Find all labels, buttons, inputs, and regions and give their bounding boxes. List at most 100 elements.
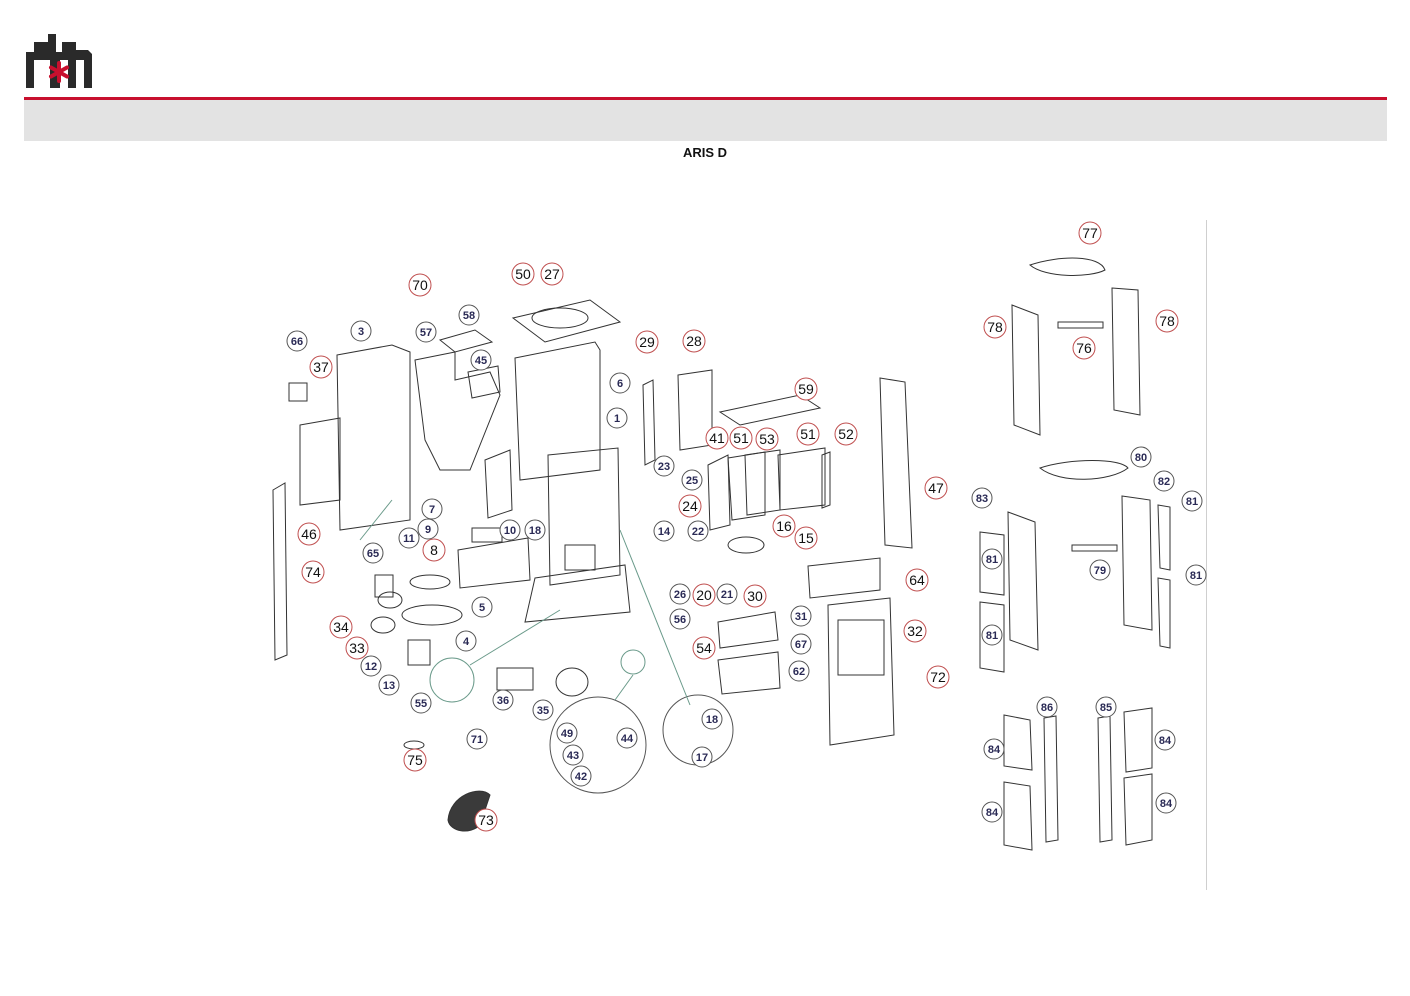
callout-4: 4 [455, 630, 477, 652]
callout-58: 58 [458, 304, 480, 326]
callout-label: 30 [747, 588, 763, 604]
callout-label: 52 [838, 426, 854, 442]
part-strip-81a [1157, 504, 1171, 571]
callout-27: 27 [540, 262, 564, 286]
callout-label: 10 [504, 525, 516, 537]
callout-label: 32 [907, 623, 923, 639]
part-back-panel [336, 344, 411, 531]
callout-label: 17 [696, 752, 708, 764]
callout-81: 81 [981, 548, 1003, 570]
callout-label: 29 [639, 334, 655, 350]
callout-76: 76 [1072, 336, 1096, 360]
callout-label: 59 [798, 381, 814, 397]
callout-21: 21 [716, 583, 738, 605]
callout-label: 35 [537, 705, 549, 717]
callout-53: 53 [755, 427, 779, 451]
callout-43: 43 [562, 744, 584, 766]
callout-label: 12 [365, 661, 377, 673]
callout-45: 45 [470, 349, 492, 371]
callout-17: 17 [691, 746, 713, 768]
part-housing-6 [514, 341, 601, 481]
callout-49: 49 [556, 722, 578, 744]
callout-3: 3 [350, 320, 372, 342]
part-plate-66 [288, 382, 308, 402]
callout-label: 31 [795, 611, 807, 623]
callout-label: 74 [305, 564, 321, 580]
callout-9: 9 [417, 518, 439, 540]
callout-label: 25 [686, 475, 698, 487]
callout-label: 81 [986, 630, 998, 642]
callout-52: 52 [834, 422, 858, 446]
callout-14: 14 [653, 520, 675, 542]
callout-label: 84 [986, 807, 999, 819]
callout-57: 57 [415, 321, 437, 343]
callout-label: 55 [415, 698, 427, 710]
callout-label: 15 [798, 530, 814, 546]
callout-label: 76 [1076, 340, 1092, 356]
detail-circle-55 [429, 657, 475, 703]
callout-label: 81 [986, 554, 998, 566]
callout-16: 16 [772, 514, 796, 538]
callout-82: 82 [1153, 470, 1175, 492]
part-hopper [414, 351, 501, 471]
callout-84: 84 [981, 801, 1003, 823]
callout-18: 18 [524, 519, 546, 541]
callout-label: 53 [759, 431, 775, 447]
callout-label: 85 [1100, 702, 1112, 714]
part-bar-76 [1057, 321, 1104, 329]
part-top-59 [718, 394, 822, 426]
part-strip-85 [1097, 715, 1113, 843]
callout-50: 50 [511, 262, 535, 286]
callout-label: 24 [682, 498, 698, 514]
callout-1: 1 [606, 407, 628, 429]
part-door-left [1003, 714, 1033, 771]
callout-label: 27 [544, 266, 560, 282]
callout-label: 18 [706, 714, 718, 726]
callout-label: 75 [407, 752, 423, 768]
callout-11: 11 [398, 527, 420, 549]
callout-64: 64 [905, 568, 929, 592]
callout-label: 9 [425, 524, 431, 536]
callout-26: 26 [669, 583, 691, 605]
callout-56: 56 [669, 608, 691, 630]
callout-label: 4 [463, 636, 470, 648]
part-drawings [272, 257, 1171, 851]
callout-32: 32 [903, 619, 927, 643]
callout-label: 78 [1159, 313, 1175, 329]
callout-label: 8 [430, 542, 438, 558]
part-strip-52 [821, 451, 831, 509]
callout-15: 15 [794, 526, 818, 550]
callout-54: 54 [692, 636, 716, 660]
part-box-45 [467, 365, 501, 399]
callout-label: 11 [403, 533, 415, 545]
callout-label: 71 [471, 734, 483, 746]
callout-label: 54 [696, 640, 712, 656]
callout-41: 41 [705, 426, 729, 450]
callout-13: 13 [378, 674, 400, 696]
callout-62: 62 [788, 660, 810, 682]
callout-31: 31 [790, 605, 812, 627]
callout-label: 43 [567, 750, 579, 762]
callout-label: 64 [909, 572, 925, 588]
callout-86: 86 [1036, 696, 1058, 718]
callout-67: 67 [790, 633, 812, 655]
callout-label: 1 [614, 413, 620, 425]
part-panel-81c [979, 531, 1005, 596]
callout-23: 23 [653, 455, 675, 477]
callout-75: 75 [403, 748, 427, 772]
callout-label: 78 [987, 319, 1003, 335]
callout-label: 26 [674, 589, 686, 601]
part-top-80 [1038, 460, 1129, 480]
callout-51: 51 [729, 426, 753, 450]
callout-10: 10 [499, 519, 521, 541]
callout-label: 67 [795, 639, 807, 651]
callout-73: 73 [474, 808, 498, 832]
callout-label: 81 [1186, 496, 1198, 508]
callout-label: 42 [575, 771, 587, 783]
callout-label: 51 [733, 430, 749, 446]
page-title: ARIS D [682, 145, 728, 160]
callout-label: 41 [709, 430, 725, 446]
callout-71: 71 [466, 728, 488, 750]
